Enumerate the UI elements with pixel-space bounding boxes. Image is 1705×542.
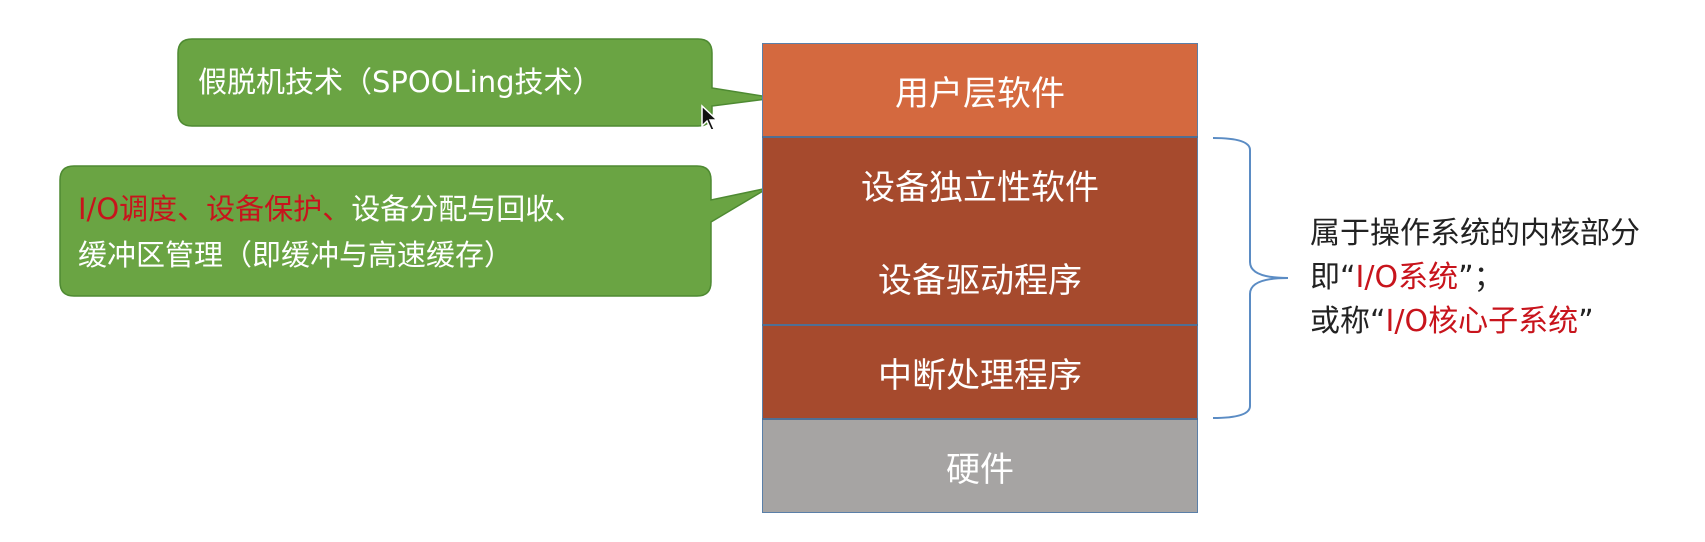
quote-suffix: ” bbox=[1578, 304, 1594, 339]
separator-text: 、 bbox=[177, 192, 207, 226]
device-independent-software-layer: 设备独立性软件 bbox=[762, 138, 1198, 230]
io-functions-callout-text: I/O调度、设备保护、设备分配与回收、 缓冲区管理（即缓冲与高速缓存） bbox=[78, 186, 583, 278]
device-protection-text: 设备保护 bbox=[206, 192, 323, 226]
layer-divider bbox=[762, 418, 1198, 420]
hardware-label: 硬件 bbox=[946, 449, 1014, 490]
layer-divider bbox=[762, 136, 1198, 138]
device-allocation-text: 设备分配与回收、 bbox=[351, 192, 584, 226]
io-scheduling-text: I/O调度 bbox=[78, 192, 178, 226]
quote-prefix: 或称“ bbox=[1310, 304, 1386, 339]
interrupt-handler-label: 中断处理程序 bbox=[878, 356, 1082, 396]
interrupt-handler-layer: 中断处理程序 bbox=[762, 326, 1198, 419]
mouse-cursor-icon bbox=[701, 104, 719, 131]
spooling-callout-text: 假脱机技术（SPOOLing技术） bbox=[198, 59, 602, 105]
spooling-callout-bubble bbox=[177, 38, 776, 127]
quote-suffix: ”； bbox=[1458, 260, 1504, 295]
io-functions-line2: 缓冲区管理（即缓冲与高速缓存） bbox=[78, 238, 514, 272]
user-layer-software: 用户层软件 bbox=[762, 43, 1198, 137]
separator-text: 、 bbox=[322, 192, 352, 226]
layer-divider bbox=[762, 324, 1198, 326]
spooling-callout-label: 假脱机技术（SPOOLing技术） bbox=[198, 65, 602, 99]
device-independent-label: 设备独立性软件 bbox=[861, 167, 1099, 208]
kernel-note-line2: 即“I/O系统”； bbox=[1310, 256, 1640, 300]
user-layer-label: 用户层软件 bbox=[895, 74, 1065, 114]
io-functions-line1: I/O调度、设备保护、设备分配与回收、 bbox=[78, 186, 583, 232]
io-system-term: I/O系统 bbox=[1355, 260, 1459, 295]
device-driver-label: 设备驱动程序 bbox=[878, 261, 1082, 301]
io-kernel-subsystem-term: I/O核心子系统 bbox=[1385, 304, 1579, 339]
kernel-note-line3: 或称“I/O核心子系统” bbox=[1310, 300, 1640, 344]
io-functions-callout-bubble bbox=[59, 165, 769, 297]
kernel-brace bbox=[1212, 137, 1289, 419]
hardware-layer: 硬件 bbox=[762, 420, 1198, 513]
quote-prefix: 即“ bbox=[1310, 260, 1356, 295]
kernel-note: 属于操作系统的内核部分 即“I/O系统”； 或称“I/O核心子系统” bbox=[1310, 212, 1640, 344]
kernel-note-line1: 属于操作系统的内核部分 bbox=[1310, 216, 1640, 251]
device-driver-layer: 设备驱动程序 bbox=[762, 230, 1198, 325]
